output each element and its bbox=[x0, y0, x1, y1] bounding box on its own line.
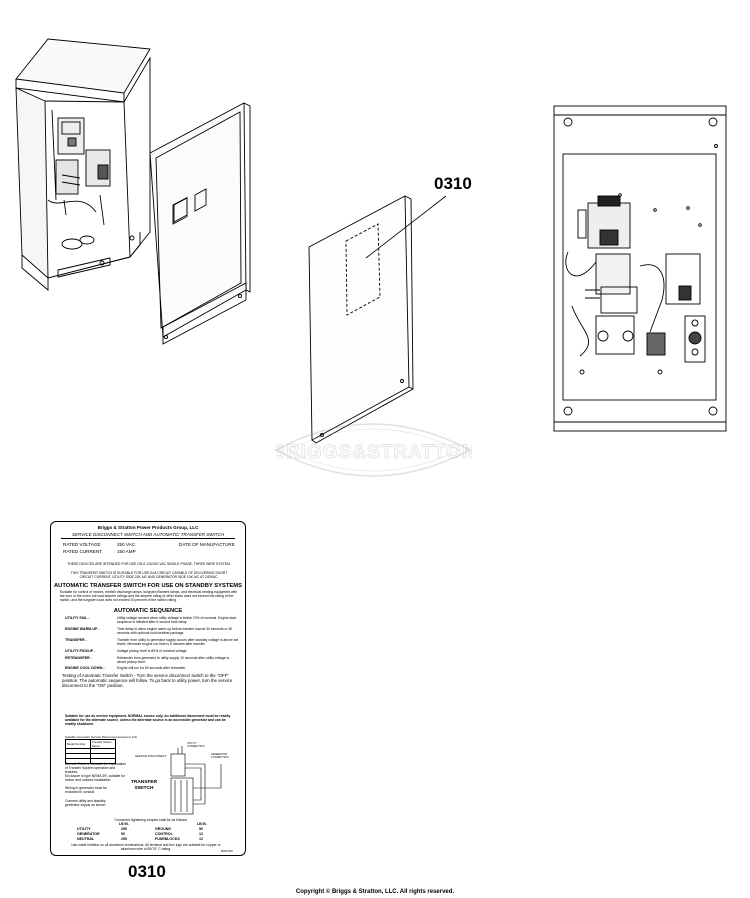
rated-current-label: RATED CURRENT bbox=[63, 549, 102, 554]
table-cell: Model Number bbox=[65, 739, 91, 749]
sequence-term: RETRANSFER - bbox=[65, 656, 92, 660]
sequence-desc: Transfer from utility to generator suppl… bbox=[117, 638, 239, 647]
torque-value: 50 bbox=[121, 832, 125, 836]
sequence-term: TRANSFER - bbox=[65, 638, 87, 642]
diagram-label: SERVICE DISCONNECT bbox=[135, 754, 167, 758]
torque-value: 12 bbox=[199, 832, 203, 836]
table-row: Model Number Transfer Switch Series bbox=[65, 739, 116, 749]
table-cell bbox=[90, 758, 116, 764]
enclosure-box bbox=[15, 38, 151, 291]
standby-heading: AUTOMATIC TRANSFER SWITCH FOR USE ON STA… bbox=[54, 583, 242, 589]
rated-current-value: 150 AMP bbox=[117, 549, 136, 554]
label-title: SERVICE DISCONNECT SWITCH AND AUTOMATIC … bbox=[72, 532, 224, 537]
rated-voltage-label: RATED VOLTAGE bbox=[63, 542, 101, 547]
diagram-label: UTILITY CONNECTION bbox=[187, 742, 205, 748]
transfer-switch-label: Briggs & Stratton Power Products Group, … bbox=[50, 521, 246, 856]
torque-name: GENERATOR bbox=[77, 832, 100, 836]
sequence-desc: Retransfer from generator to utility sup… bbox=[117, 656, 230, 665]
wiring-diagram bbox=[170, 746, 222, 815]
cover-door bbox=[308, 195, 447, 444]
torque-value: 250 bbox=[121, 827, 127, 831]
testing-text: Testing of Automatic Transfer Switch - T… bbox=[62, 673, 233, 689]
dead-front-panel bbox=[149, 102, 251, 345]
sequence-desc: Utility voltage sensed when utility volt… bbox=[117, 616, 237, 625]
sequence-desc: Time delay to allow engine warm-up befor… bbox=[117, 627, 233, 636]
consult-text: Consult Owners Manuals for explanation o… bbox=[65, 762, 127, 775]
brand-watermark bbox=[274, 423, 472, 477]
label-divider bbox=[61, 538, 235, 539]
table-cell: Transfer Switch Series bbox=[90, 739, 116, 749]
torque-value: 250 bbox=[121, 837, 127, 841]
torque-name: UTILITY bbox=[77, 827, 91, 831]
torque-name: GROUND bbox=[155, 827, 171, 831]
sequence-desc: Engine will run for 60 seconds after ret… bbox=[117, 666, 187, 670]
diagram-title: TRANSFER SWITCH bbox=[130, 780, 158, 791]
torque-units: LB IN. bbox=[119, 822, 129, 826]
front-view-enclosure bbox=[553, 105, 727, 432]
watermark-text: BRIGGS&STRATTON bbox=[276, 442, 472, 463]
torque-units: LB IN. bbox=[197, 822, 207, 826]
torque-name: CONTROL bbox=[155, 832, 173, 836]
label-company: Briggs & Stratton Power Products Group, … bbox=[97, 525, 199, 530]
torque-heading: Connector tightening torques shall be as… bbox=[114, 818, 188, 822]
enclosure-text: Enclosure is type NEMA 3R, suitable for … bbox=[65, 774, 126, 783]
torque-name: NEUTRAL bbox=[77, 837, 95, 841]
circuit-note: THIS TRANSFER SWITCH IS SUITABLE FOR USE… bbox=[70, 571, 228, 580]
date-of-manufacture-label: DATE OF MANUFACTURE bbox=[179, 542, 235, 547]
torque-value: 12 bbox=[199, 837, 203, 841]
watermark-logo: BRIGGS&STRATTON bbox=[276, 442, 472, 464]
sequence-term: ENGINE WARM-UP - bbox=[65, 627, 100, 631]
label-part-number: 0310 bbox=[128, 862, 166, 881]
standby-text: Suitable for control of motors, electric… bbox=[60, 590, 237, 603]
sequence-desc: Voltage pickup level is 80% of nominal v… bbox=[117, 649, 188, 653]
torque-value: 50 bbox=[199, 827, 203, 831]
sequence-heading: AUTOMATIC SEQUENCE bbox=[113, 608, 183, 614]
table-row bbox=[65, 758, 116, 764]
label-part-code: 8001783 bbox=[221, 849, 233, 853]
accessory-caption: Suitable Generator Service Disconnect Ac… bbox=[65, 735, 138, 739]
devices-note: THESE DEVICES ARE INTENDED FOR USE ON A … bbox=[67, 562, 231, 566]
torque-name: FUSEBLOCKS bbox=[155, 837, 180, 841]
wiring-text: Wiring to generator must be enclosed in … bbox=[65, 786, 107, 795]
inhibitor-text: Use cable inhibitor on all aluminum term… bbox=[71, 843, 221, 852]
copyright-notice: Copyright © Briggs & Stratton, LLC. All … bbox=[295, 889, 455, 895]
sequence-term: UTILITY FAIL - bbox=[65, 616, 90, 620]
connect-text: Connect utility and standby generator su… bbox=[65, 799, 106, 808]
diagram-label: GENERATOR CONNECTION bbox=[211, 753, 229, 759]
accessory-table: Model Number Transfer Switch Series bbox=[65, 739, 116, 764]
service-equipment-note: Suitable for use as service equipment- N… bbox=[65, 714, 231, 727]
sequence-term: UTILITY PICKUP - bbox=[65, 649, 96, 653]
sequence-term: ENGINE COOL DOWN - bbox=[65, 666, 105, 670]
cover-part-number: 0310 bbox=[434, 174, 472, 193]
rated-voltage-value: 250 VAC bbox=[117, 542, 136, 547]
